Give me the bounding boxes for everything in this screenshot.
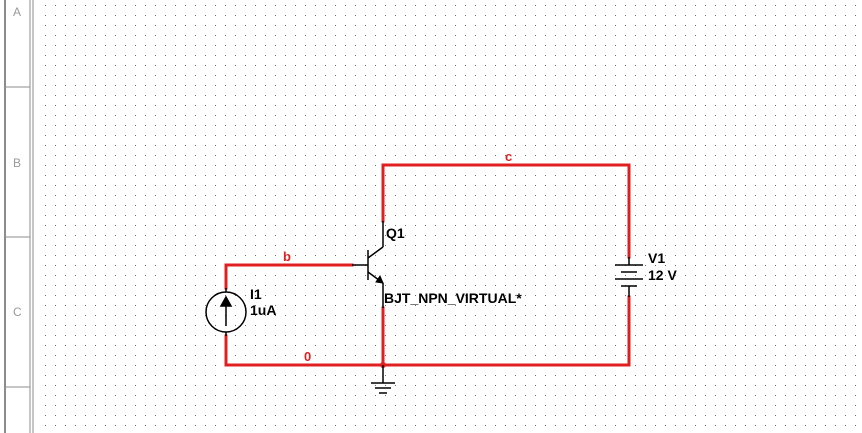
voltage-source-ref: V1 (648, 250, 665, 266)
ground-icon[interactable] (371, 365, 395, 394)
current-source-ref: I1 (250, 286, 262, 302)
transistor-ref: Q1 (386, 225, 405, 241)
current-source-value: 1uA (250, 302, 276, 318)
dc-voltage-source-icon[interactable] (615, 257, 643, 297)
wire-collector[interactable] (381, 163, 631, 259)
voltage-source-value: 12 V (648, 267, 677, 283)
current-source-icon[interactable] (205, 288, 247, 336)
sheet-border: A B C (4, 0, 34, 433)
npn-transistor-icon[interactable] (352, 221, 384, 308)
transistor-model: BJT_NPN_VIRTUAL* (384, 290, 522, 306)
wire-base[interactable] (224, 263, 354, 290)
wire-ground-net[interactable] (224, 295, 631, 367)
row-label-c: C (13, 305, 22, 319)
net-label-c: c (505, 149, 512, 164)
row-label-b: B (13, 156, 21, 170)
grid-background (36, 0, 862, 433)
net-label-b: b (283, 249, 291, 264)
net-label-0: 0 (304, 349, 311, 364)
row-label-a: A (13, 5, 21, 19)
